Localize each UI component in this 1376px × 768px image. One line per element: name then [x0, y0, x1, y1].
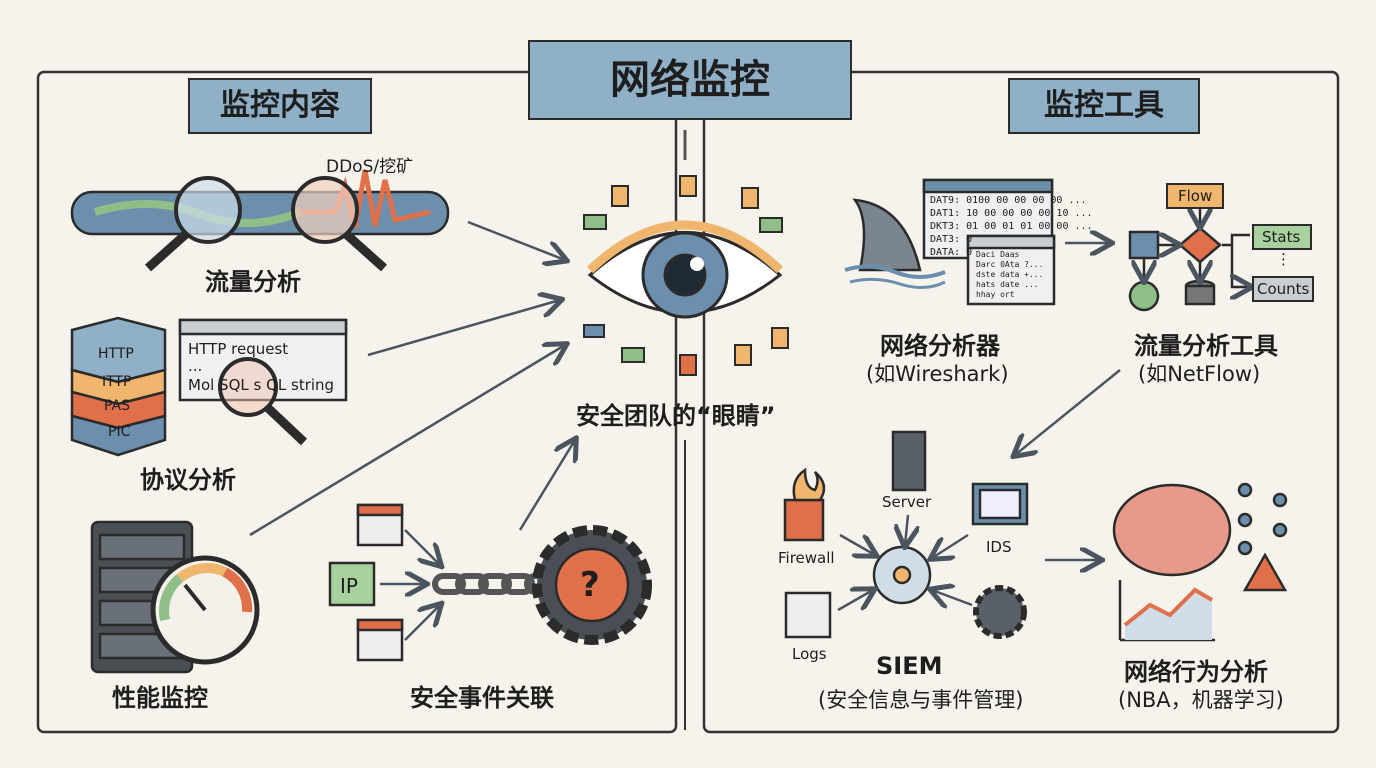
wireshark-dump: DAT9: 0100 00 00 00 00 ... DAT1: 10 00 00…	[930, 194, 1093, 259]
layer-label: HTTP	[98, 346, 134, 362]
detail-line: dste data +...	[976, 270, 1044, 279]
window-line: HTTP request	[188, 340, 289, 358]
logs-label: Logs	[792, 645, 827, 663]
nba-sub: (NBA，机器学习)	[1118, 688, 1284, 712]
question-icon: ?	[580, 565, 600, 605]
siem-sub: (安全信息与事件管理)	[818, 688, 1024, 712]
dots: ⋮	[1276, 250, 1291, 268]
performance-label: 性能监控	[112, 684, 208, 712]
window-line: ...	[188, 357, 203, 375]
flow-box: Flow	[1166, 183, 1225, 209]
netflow-sub: (如NetFlow)	[1138, 362, 1261, 386]
server-label: Server	[882, 493, 932, 511]
ids-label: IDS	[986, 538, 1012, 556]
dump-line: DAT1: 10 00 00 00 00 10 ...	[930, 208, 1093, 219]
detail-line: hats date ...	[976, 280, 1039, 289]
left-header: 监控内容	[220, 88, 340, 123]
right-header: 监控工具	[1044, 88, 1164, 123]
ip-badge: IP	[340, 574, 358, 598]
correlation-label: 安全事件关联	[410, 684, 554, 712]
traffic-pipe-icon	[70, 169, 450, 272]
nba-label: 网络行为分析	[1124, 658, 1268, 686]
wireshark-sub: (如Wireshark)	[866, 362, 1009, 386]
protocol-analysis-label: 协议分析	[140, 466, 236, 494]
flow-arrows	[249, 220, 1121, 560]
layer-label: ITTP	[102, 374, 132, 390]
performance-server-gauge-icon	[90, 520, 260, 674]
dump-line: DAT3: 0	[930, 234, 973, 245]
event-correlation-icon	[328, 503, 652, 662]
dump-line: DAT9: 0100 00 00 00 00 ...	[930, 195, 1087, 206]
wireshark-fin-icon	[844, 178, 1056, 306]
dump-line: DATA: 0	[930, 247, 973, 258]
left-panel-frame	[36, 70, 678, 734]
detail-line: Daci Daas	[976, 250, 1020, 259]
window-line: Mol SQL s QL string	[188, 376, 335, 394]
nba-brain-chart-icon	[1112, 482, 1288, 642]
firewall-label: Firewall	[778, 549, 835, 567]
protocol-stack-icon	[70, 316, 348, 457]
detail-line: hhay ort	[976, 290, 1015, 299]
netflow-diagram	[1128, 208, 1250, 312]
main-title: 网络监控	[610, 57, 770, 103]
siem-hub-icon	[783, 430, 1029, 639]
layer-label: PIC	[108, 424, 131, 440]
siem-label: SIEM	[876, 652, 943, 680]
right-panel-frame	[702, 70, 1340, 734]
left-header-banner: 监控内容	[188, 78, 372, 134]
wireshark-label: 网络分析器	[880, 332, 1000, 360]
traffic-analysis-label: 流量分析	[205, 268, 301, 296]
counts-box: Counts	[1252, 276, 1315, 302]
stats-box: Stats	[1252, 224, 1312, 250]
eye-label: 安全团队的“眼睛”	[576, 402, 776, 430]
layer-label: PAS	[104, 398, 131, 414]
eye-icon	[583, 130, 789, 376]
right-header-banner: 监控工具	[1008, 78, 1200, 134]
main-title-banner: 网络监控	[528, 40, 852, 120]
netflow-label: 流量分析工具	[1134, 332, 1278, 360]
detail-line: Darc 0Ata ?...	[976, 260, 1044, 269]
ddos-tag: DDoS/挖矿	[326, 157, 414, 177]
dump-line: DKT3: 01 00 01 01 00 00 ...	[930, 221, 1093, 232]
